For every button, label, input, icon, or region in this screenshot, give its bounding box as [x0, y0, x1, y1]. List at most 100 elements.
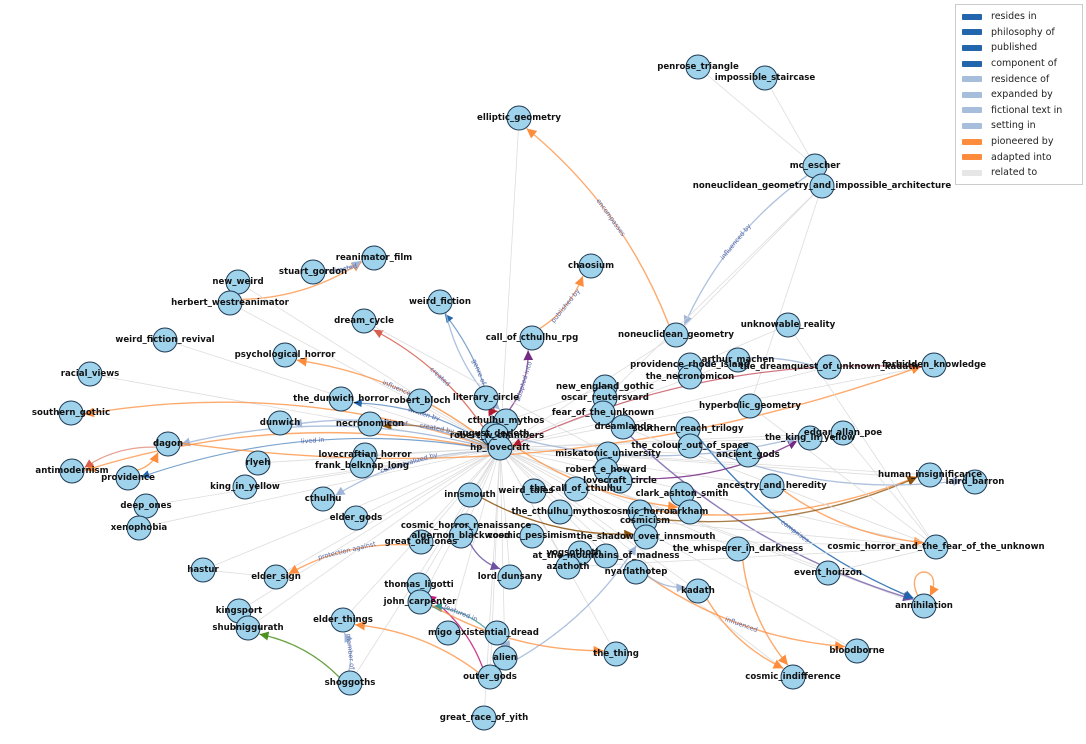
node-herbert_westreanimator[interactable] — [217, 290, 243, 316]
node-great_race_of_yith[interactable] — [471, 705, 497, 731]
node-the_thing[interactable] — [603, 641, 629, 667]
node-literary_circle[interactable] — [473, 385, 499, 411]
node-label-dagon: dagon — [153, 439, 183, 449]
node-dagon[interactable] — [155, 431, 181, 457]
node-dunwich[interactable] — [267, 410, 293, 436]
node-label-innsmouth: innsmouth — [444, 490, 496, 500]
edge-hp_lovecraft-the_king_in_yellow — [511, 438, 798, 448]
node-at_the_mountains_of_madness[interactable] — [593, 543, 619, 569]
node-label-cosmic_horror_renaissance: cosmic_horror_renaissance — [401, 521, 532, 531]
node-call_of_cthulhu_rpg[interactable] — [519, 325, 545, 351]
node-hastur[interactable] — [190, 557, 216, 583]
node-outer_gods[interactable] — [477, 664, 503, 690]
node-impossible_staircase[interactable] — [752, 65, 778, 91]
node-elliptic_geometry[interactable] — [506, 105, 532, 131]
node-unknowable_reality[interactable] — [775, 312, 801, 338]
node-psychological_horror[interactable] — [272, 342, 298, 368]
node-elder_things[interactable] — [330, 607, 356, 633]
node-fear_of_the_unknown[interactable] — [590, 400, 616, 426]
node-migo[interactable] — [435, 620, 461, 646]
node-dreamlands[interactable] — [610, 414, 636, 440]
node-ancient_gods[interactable] — [735, 442, 761, 468]
node-the_colour_out_of_space[interactable] — [677, 433, 703, 459]
node-robert_bloch[interactable] — [407, 388, 433, 414]
node-weird_fiction_revival[interactable] — [152, 327, 178, 353]
node-king_in_yellow[interactable] — [232, 474, 258, 500]
node-shoggoths[interactable] — [337, 670, 363, 696]
legend-swatch — [962, 60, 982, 67]
node-lord_dunsany[interactable] — [497, 564, 523, 590]
node-the_king_in_yellow[interactable] — [797, 425, 823, 451]
node-frank_belknap_long[interactable] — [349, 453, 375, 479]
node-rlyeh[interactable] — [245, 450, 271, 476]
edge-hp_lovecraft-elder_sign — [287, 453, 490, 571]
node-noneuclidean_geometry_and_impossible_architecture[interactable] — [809, 173, 835, 199]
node-antimodernism[interactable] — [59, 458, 85, 484]
node-human_insignificance[interactable] — [917, 462, 943, 488]
node-ancestry_and_heredity[interactable] — [759, 473, 785, 499]
node-shubniggurath[interactable] — [235, 615, 261, 641]
node-penrose_triangle[interactable] — [685, 54, 711, 80]
node-alien[interactable] — [492, 645, 518, 671]
edge-label: genre of — [470, 358, 488, 387]
node-xenophobia[interactable] — [126, 515, 152, 541]
edge-label: influenced — [724, 615, 759, 634]
node-innsmouth[interactable] — [457, 482, 483, 508]
node-hyperbolic_geometry[interactable] — [737, 393, 763, 419]
edge-label: member of — [344, 633, 356, 670]
node-event_horizon[interactable] — [815, 560, 841, 586]
node-arkham[interactable] — [677, 499, 703, 525]
node-elder_gods[interactable] — [343, 505, 369, 531]
node-existential_dread[interactable] — [484, 620, 510, 646]
node-annihilation[interactable] — [911, 593, 937, 619]
node-reanimator_film[interactable] — [361, 245, 387, 271]
node-the_necronomicon[interactable] — [677, 364, 703, 390]
node-the_cthulhu_mythos[interactable] — [547, 499, 573, 525]
node-the_shadow_over_innsmouth[interactable] — [633, 524, 659, 550]
node-the_dunwich_horror[interactable] — [328, 386, 354, 412]
node-nyarlathotep[interactable] — [623, 559, 649, 585]
node-stuart_gordon[interactable] — [300, 259, 326, 285]
node-label-mc_escher: mc_escher — [790, 161, 841, 171]
node-the_dreamquest_of_unknown_kadath[interactable] — [816, 354, 842, 380]
edge-hp_lovecraft-necronomicon — [382, 421, 489, 447]
node-label-at_the_mountains_of_madness: at_the_mountains_of_madness — [532, 551, 679, 561]
node-forbidden_knowledge[interactable] — [921, 352, 947, 378]
node-kadath[interactable] — [685, 578, 711, 604]
node-arthur_machen[interactable] — [725, 347, 751, 373]
node-edgar_allan_poe[interactable] — [830, 420, 856, 446]
node-azathoth[interactable] — [555, 554, 581, 580]
node-great_old_ones[interactable] — [408, 529, 434, 555]
node-label-edgar_allan_poe: edgar_allan_poe — [804, 428, 882, 438]
node-providence[interactable] — [115, 465, 141, 491]
node-noneuclidean_geometry[interactable] — [663, 322, 689, 348]
node-bloodborne[interactable] — [844, 638, 870, 664]
node-cosmic_horror_and_the_fear_of_the_unknown[interactable] — [923, 534, 949, 560]
node-john_carpenter[interactable] — [407, 589, 433, 615]
node-hp_lovecraft[interactable] — [487, 435, 513, 461]
node-dream_cycle[interactable] — [351, 308, 377, 334]
node-racial_views[interactable] — [77, 361, 103, 387]
node-chaosium[interactable] — [578, 253, 604, 279]
node-cosmic_indifference[interactable] — [780, 664, 806, 690]
node-southern_gothic[interactable] — [58, 400, 84, 426]
edge-label: influenced by — [719, 222, 753, 261]
node-the_whisperer_in_darkness[interactable] — [725, 536, 751, 562]
node-elder_sign[interactable] — [263, 564, 289, 590]
node-algernon_blackwood[interactable] — [448, 523, 474, 549]
node-label-alien: alien — [493, 653, 517, 663]
node-weird_tales[interactable] — [521, 478, 547, 504]
node-lovecraft_circle[interactable] — [607, 468, 633, 494]
node-cosmic_pessimism[interactable] — [519, 523, 545, 549]
legend-label: pioneered by — [991, 136, 1054, 148]
node-necronomicon[interactable] — [357, 411, 383, 437]
edge-cthulhu_mythos-call_of_cthulhu_rpg — [509, 350, 534, 410]
node-label-cosmicism: cosmicism — [620, 516, 670, 526]
node-weird_fiction[interactable] — [427, 289, 453, 315]
node-label-great_race_of_yith: great_race_of_yith — [440, 713, 528, 723]
node-laird_barron[interactable] — [962, 469, 988, 495]
node-the_call_of_cthulhu[interactable] — [563, 476, 589, 502]
node-label-elder_sign: elder_sign — [251, 572, 301, 582]
node-cthulhu[interactable] — [310, 486, 336, 512]
edge-algernon_blackwood-lord_dunsany — [469, 543, 501, 571]
